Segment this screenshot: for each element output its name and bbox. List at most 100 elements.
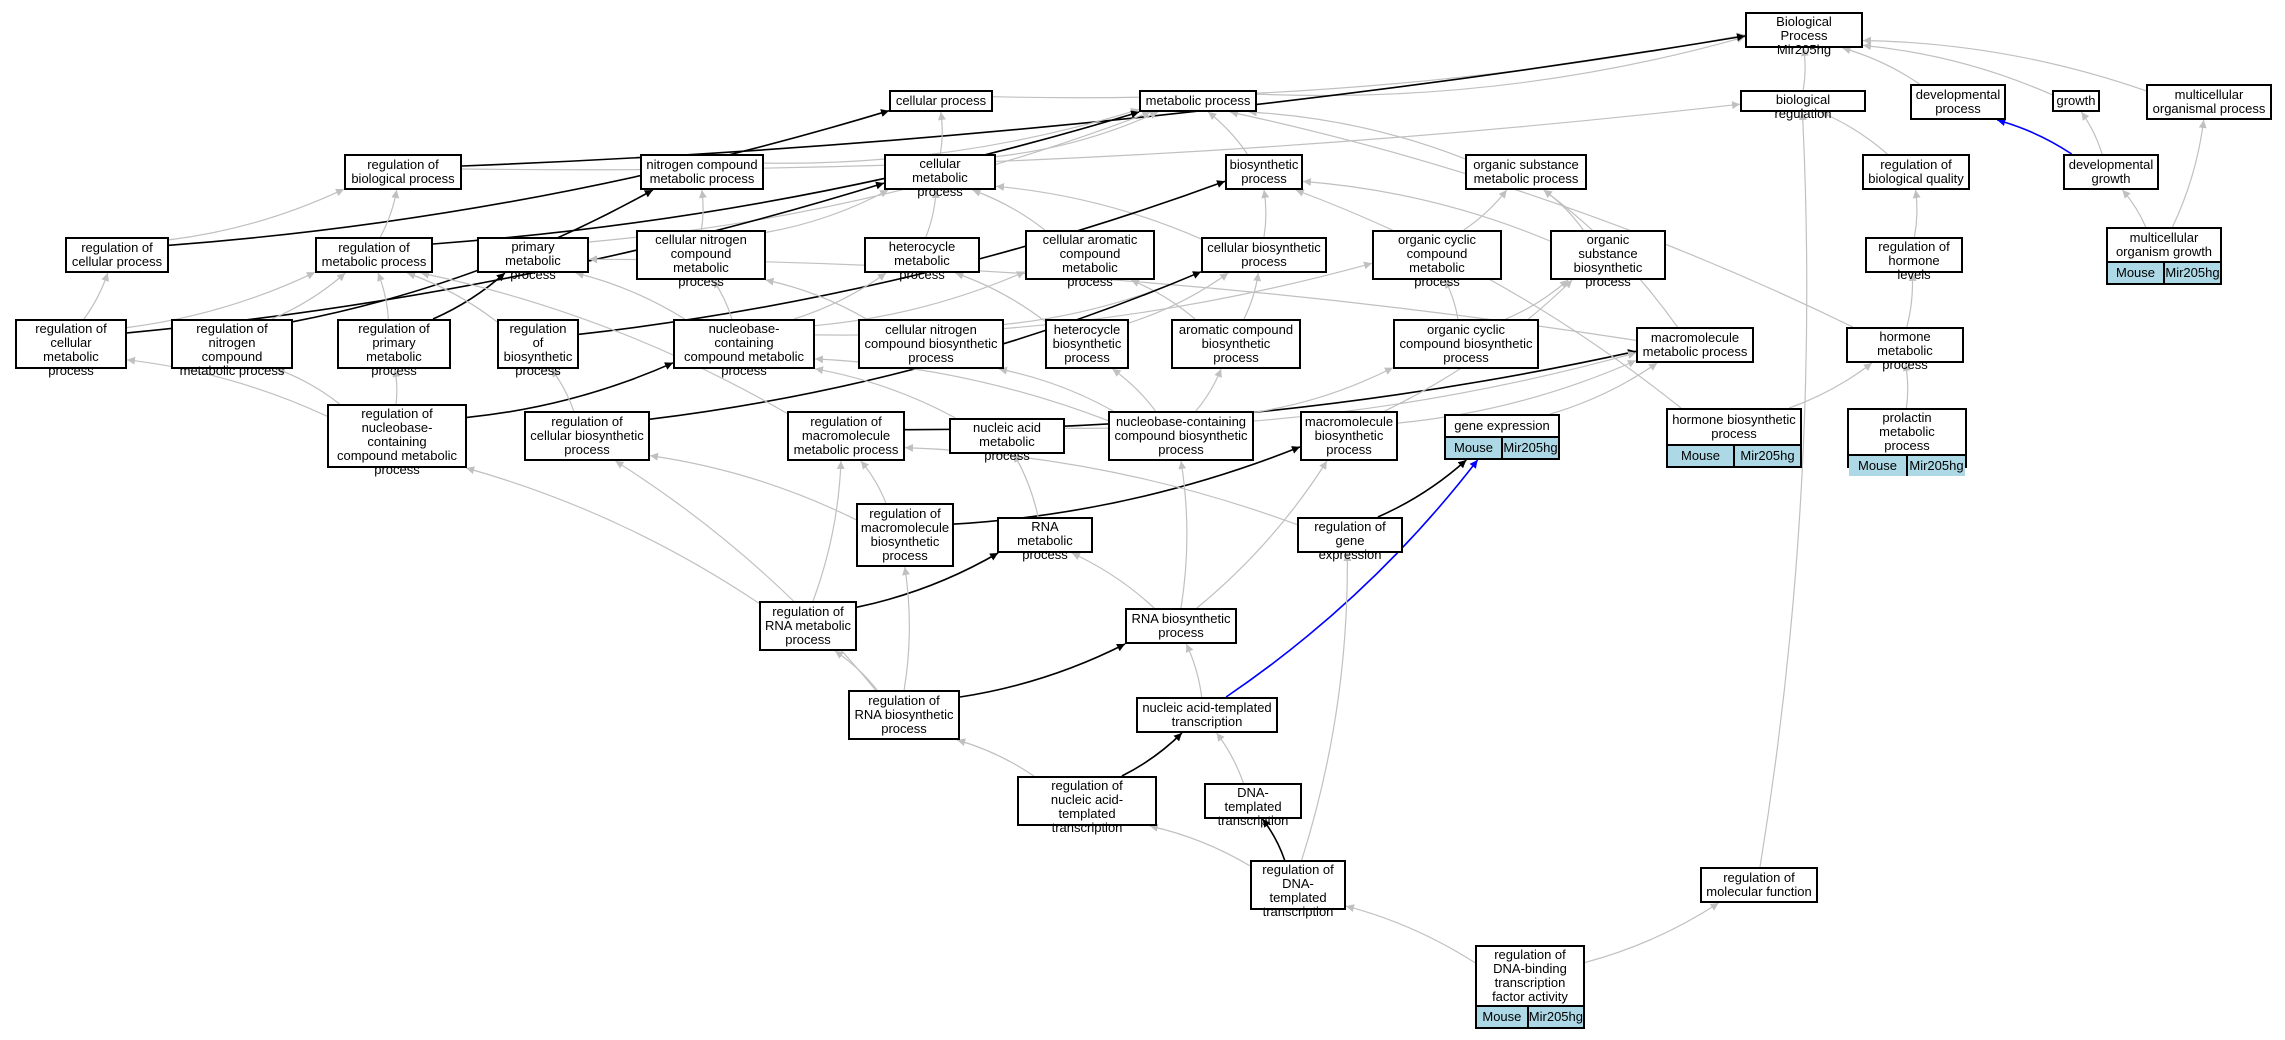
node-organic-cyclic-compound-biosynthetic-process[interactable]: organic cyclic compound biosynthetic pro… [1393, 319, 1539, 369]
node-label: regulation of cellular biosynthetic proc… [530, 414, 644, 457]
node-developmental-growth[interactable]: developmental growth [2063, 154, 2159, 190]
node-regulation-of-cellular-metabolic-process[interactable]: regulation of cellular metabolic process [15, 319, 127, 378]
edge-biosynthetic_process-to-metabolic_process [1207, 111, 1248, 155]
node-label: regulation of biological quality [1868, 157, 1964, 186]
annotation-species: Mouse [2108, 263, 2163, 283]
node-label: nitrogen compound metabolic process [646, 157, 758, 186]
node-heterocycle-metabolic-process[interactable]: heterocycle metabolic process [864, 237, 980, 282]
edge-nucleobase_containing_compound_biosynthetic_process-to-nucleobase_containing_compound_metabolic_process [814, 355, 1109, 422]
node-regulation-of-biological-process[interactable]: regulation of biological process [344, 154, 462, 190]
node-label: regulation of biological process [351, 157, 455, 186]
edge-biological_regulation-to-bp [1800, 47, 1809, 91]
edge-regulation_of_biological_process-to-bp [461, 33, 1746, 167]
edge-regulation_of_biosynthetic_process-to-biosynthetic_process [578, 180, 1226, 336]
node-cellular-metabolic-process[interactable]: cellular metabolic process [884, 154, 996, 199]
edge-regulation_of_primary_metabolic_process-to-primary_metabolic_process [432, 272, 506, 320]
node-nucleic-acid-metabolic-process[interactable]: nucleic acid metabolic process [949, 418, 1065, 463]
edge-regulation_of_rna_metabolic_process-to-rna_metabolic_process [856, 552, 999, 608]
node-regulation-of-cellular-process[interactable]: regulation of cellular process [65, 237, 169, 273]
node-organic-cyclic-compound-metabolic-process[interactable]: organic cyclic compound metabolic proces… [1372, 230, 1502, 289]
node-multicellular-organismal-process[interactable]: multicellular organismal process [2146, 84, 2272, 120]
node-bp[interactable]: Biological Process Mir205hg [1745, 12, 1863, 57]
edge-regulation_of_cellular_process-to-cellular_process [168, 109, 890, 247]
node-cellular-biosynthetic-process[interactable]: cellular biosynthetic process [1201, 237, 1327, 273]
node-cellular-nitrogen-compound-biosynthetic-process[interactable]: cellular nitrogen compound biosynthetic … [858, 319, 1004, 369]
edge-macromolecule_biosynthetic_process-to-macromolecule_metabolic_process [1397, 359, 1637, 424]
node-nucleic-acid-templated-transcription[interactable]: nucleic acid-templated transcription [1136, 697, 1278, 733]
node-regulation-of-dna-templated-transcription[interactable]: regulation of DNA-templated transcriptio… [1250, 860, 1346, 919]
node-macromolecule-biosynthetic-process[interactable]: macromolecule biosynthetic process [1300, 411, 1398, 461]
node-regulation-of-macromolecule-metabolic-process[interactable]: regulation of macromolecule metabolic pr… [787, 411, 905, 461]
node-nucleobase-containing-compound-biosynthetic-process[interactable]: nucleobase-containing compound biosynthe… [1108, 411, 1254, 461]
node-label: regulation of cellular metabolic process [35, 321, 107, 378]
node-regulation-of-nucleic-acid-templated-transcription[interactable]: regulation of nucleic acid-templated tra… [1017, 776, 1157, 835]
node-macromolecule-metabolic-process[interactable]: macromolecule metabolic process [1636, 327, 1754, 363]
node-label: regulation of nucleic acid-templated tra… [1050, 778, 1124, 835]
node-label: hormone biosynthetic process [1672, 412, 1796, 441]
node-label: heterocycle metabolic process [888, 239, 956, 282]
edge-aromatic_compound_biosynthetic_process-to-cellular_aromatic_compound_metabolic_process [1130, 279, 1196, 320]
edge-cellular_nitrogen_compound_biosynthetic_process-to-cellular_nitrogen_compound_metabolic_process [765, 277, 867, 320]
node-label: regulation of DNA-templated transcriptio… [1262, 862, 1334, 919]
edge-regulation_of_macromolecule_biosynthetic_process-to-regulation_of_macromolecule_metabolic_process [860, 460, 887, 504]
node-regulation-of-dna-binding-transcription-factor-activity[interactable]: regulation of DNA-binding transcription … [1475, 945, 1585, 1029]
node-regulation-of-molecular-function[interactable]: regulation of molecular function [1700, 867, 1818, 903]
node-nucleobase-containing-compound-metabolic-process[interactable]: nucleobase-containing compound metabolic… [673, 319, 815, 378]
node-cellular-process[interactable]: cellular process [889, 90, 993, 112]
node-rna-biosynthetic-process[interactable]: RNA biosynthetic process [1125, 608, 1237, 644]
edge-regulation_of_dna_templated_transcription-to-dna_templated_transcription [1261, 818, 1286, 861]
edge-regulation_of_nucleic_acid_templated_transcription-to-regulation_of_rna_biosynthetic_process [957, 738, 1035, 777]
node-label: cellular aromatic compound metabolic pro… [1042, 232, 1138, 289]
node-regulation-of-metabolic-process[interactable]: regulation of metabolic process [315, 237, 433, 273]
node-regulation-of-biosynthetic-process[interactable]: regulation of biosynthetic process [497, 319, 579, 378]
node-label: biological regulation [1774, 92, 1832, 121]
node-biosynthetic-process[interactable]: biosynthetic process [1225, 154, 1303, 190]
node-regulation-of-nucleobase-containing-compound-metabolic-process[interactable]: regulation of nucleobase-containing comp… [327, 404, 467, 477]
node-dna-templated-transcription[interactable]: DNA-templated transcription [1204, 783, 1302, 828]
node-cellular-aromatic-compound-metabolic-process[interactable]: cellular aromatic compound metabolic pro… [1025, 230, 1155, 289]
node-growth[interactable]: growth [2052, 90, 2100, 112]
edge-cellular_biosynthetic_process-to-biosynthetic_process [1261, 189, 1270, 238]
node-label: nucleic acid-templated transcription [1142, 700, 1272, 729]
node-regulation-of-macromolecule-biosynthetic-process[interactable]: regulation of macromolecule biosynthetic… [856, 503, 954, 567]
node-biological-regulation[interactable]: biological regulation [1740, 90, 1866, 121]
node-label: RNA metabolic process [1017, 519, 1073, 562]
edge-developmental_growth-to-developmental_process [1997, 118, 2073, 155]
edge-cellular_aromatic_compound_metabolic_process-to-cellular_metabolic_process [972, 188, 1046, 231]
edge-multicellular_organismal_process-to-bp [1862, 36, 2147, 92]
node-regulation-of-biological-quality[interactable]: regulation of biological quality [1862, 154, 1970, 190]
edge-regulation_of_rna_biosynthetic_process-to-regulation_of_cellular_biosynthetic_process [615, 460, 877, 691]
node-regulation-of-rna-biosynthetic-process[interactable]: regulation of RNA biosynthetic process [848, 690, 960, 740]
node-aromatic-compound-biosynthetic-process[interactable]: aromatic compound biosynthetic process [1171, 319, 1301, 369]
node-primary-metabolic-process[interactable]: primary metabolic process [477, 237, 589, 282]
node-developmental-process[interactable]: developmental process [1910, 84, 2006, 120]
node-label: regulation of RNA metabolic process [765, 604, 851, 647]
node-regulation-of-hormone-levels[interactable]: regulation of hormone levels [1865, 237, 1963, 282]
node-organic-substance-metabolic-process[interactable]: organic substance metabolic process [1465, 154, 1587, 190]
node-regulation-of-nitrogen-compound-metabolic-process[interactable]: regulation of nitrogen compound metaboli… [171, 319, 293, 378]
node-organic-substance-biosynthetic-process[interactable]: organic substance biosynthetic process [1550, 230, 1666, 289]
node-label: regulation of metabolic process [321, 240, 427, 269]
node-regulation-of-cellular-biosynthetic-process[interactable]: regulation of cellular biosynthetic proc… [524, 411, 650, 461]
edge-regulation_of_nucleobase_containing_compound_metabolic_process-to-regulation_of_primary_metabolic_process [392, 368, 401, 405]
node-metabolic-process[interactable]: metabolic process [1139, 90, 1257, 112]
node-cellular-nitrogen-compound-metabolic-process[interactable]: cellular nitrogen compound metabolic pro… [636, 230, 766, 289]
node-rna-metabolic-process[interactable]: RNA metabolic process [997, 517, 1093, 562]
node-regulation-of-gene-expression[interactable]: regulation of gene expression [1297, 517, 1403, 562]
node-heterocycle-biosynthetic-process[interactable]: heterocycle biosynthetic process [1045, 319, 1129, 369]
edge-cellular_biosynthetic_process-to-cellular_metabolic_process [995, 183, 1202, 240]
node-regulation-of-rna-metabolic-process[interactable]: regulation of RNA metabolic process [759, 601, 857, 651]
node-hormone-metabolic-process[interactable]: hormone metabolic process [1846, 327, 1964, 372]
edge-growth-to-bp [1862, 42, 2053, 96]
node-regulation-of-primary-metabolic-process[interactable]: regulation of primary metabolic process [337, 319, 451, 378]
edge-nucleic_acid_templated_transcription-to-gene_expression [1225, 459, 1479, 698]
node-label: Biological Process Mir205hg [1776, 14, 1832, 57]
node-nitrogen-compound-metabolic-process[interactable]: nitrogen compound metabolic process [640, 154, 764, 190]
